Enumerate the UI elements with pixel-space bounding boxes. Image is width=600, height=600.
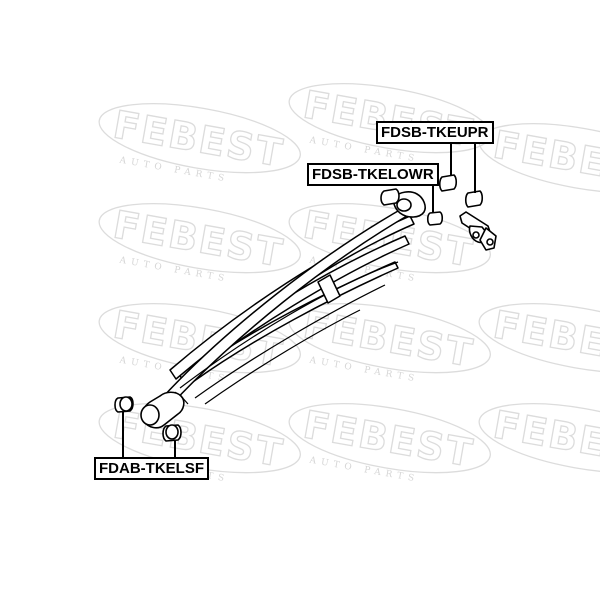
- leaf-edge-line: [204, 309, 361, 405]
- svg-text:FEBEST: FEBEST: [490, 402, 600, 475]
- front-eye-bushing-right: [162, 424, 182, 442]
- callout-fdsb-tkelowr: FDSB-TKELOWR: [307, 163, 439, 186]
- watermark-tile-partial: FEBEST: [478, 302, 600, 376]
- watermark-tile: FEBEST AUTO PARTS: [98, 102, 301, 185]
- callout-fdsb-tkeupr: FDSB-TKEUPR: [376, 121, 494, 144]
- watermark-tile-partial: FEBEST: [478, 402, 600, 476]
- shackle-bushing-lower: [464, 190, 484, 208]
- watermark-tile: FEBEST AUTO PARTS: [98, 202, 301, 285]
- watermark-tile: FEBEST AUTO PARTS: [288, 402, 491, 485]
- svg-text:FEBEST: FEBEST: [490, 122, 600, 195]
- svg-text:FEBEST: FEBEST: [490, 302, 600, 375]
- front-eye-bushing-left: [114, 396, 134, 413]
- front-spring-eye: [140, 391, 185, 429]
- leaf-edge-line: [179, 261, 399, 389]
- rear-eye-bushing-right: [426, 211, 444, 226]
- leaf-spring-leaf-4: [185, 261, 399, 385]
- rear-eye-bushing-left: [380, 188, 400, 206]
- leaf-edge-line: [194, 284, 386, 399]
- shackle-bushing-upper: [438, 174, 458, 192]
- center-clamp: [317, 274, 341, 304]
- leaf-spring: [140, 191, 426, 429]
- callout-fdab-tkelsf: FDAB-TKELSF: [94, 457, 209, 480]
- rear-spring-eye: [392, 191, 426, 218]
- spring-shackle: [459, 211, 497, 251]
